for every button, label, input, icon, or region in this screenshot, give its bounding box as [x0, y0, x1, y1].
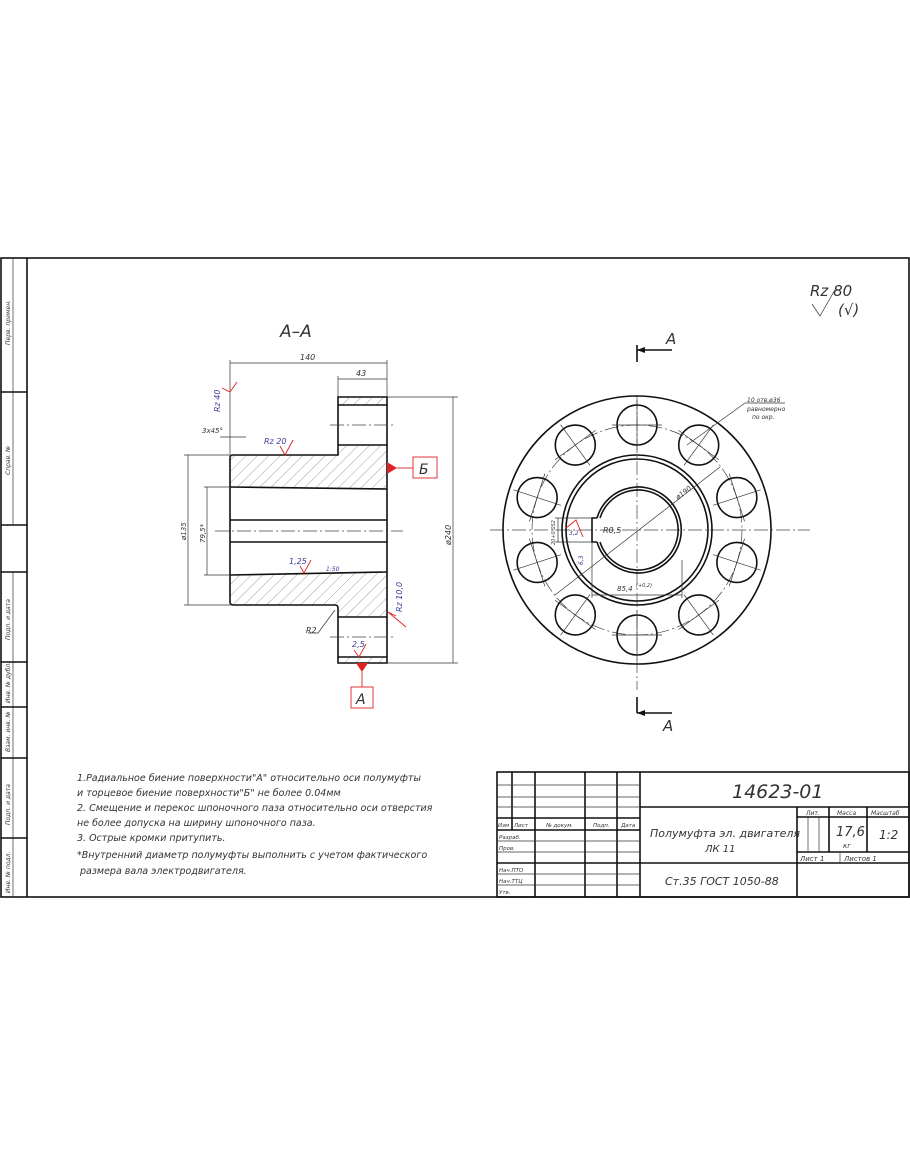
dim-flange-width: 43 [356, 369, 366, 378]
hole-centerline [529, 538, 546, 587]
col-header: Изм [498, 823, 509, 829]
roughness-key-bottom: 6,3 [578, 555, 585, 565]
hole-centerline [728, 538, 745, 587]
role-label: Утв. [499, 890, 511, 896]
mass-unit: кг [843, 842, 851, 850]
roughness-bore: 1,25 [289, 557, 307, 566]
hole-centerline [554, 430, 596, 461]
role-label: Нач.ПТО [499, 868, 524, 874]
col-header: Лист [513, 823, 529, 829]
margin-label: Перв. примен. [5, 300, 12, 345]
roughness-face-left: Rz 40 [213, 390, 222, 412]
bolt-holes [513, 400, 761, 660]
roughness-suffix: (√) [838, 301, 859, 319]
margin-label: Справ. № [5, 446, 12, 475]
roughness-hub-outer: Rz 20 [264, 437, 286, 446]
bolt-hole [516, 476, 558, 519]
dim-bore-dia: 79,5* [199, 523, 207, 543]
note-line: и торцевое биение поверхности"Б" не боле… [77, 788, 341, 799]
margin-label: Подп. и дата [5, 599, 12, 640]
dim-fillet: R2 [306, 626, 317, 635]
dim-keyway-width: 20+0,052 [551, 520, 557, 545]
mass-label: Масса [837, 810, 856, 817]
holes-note-2: равномерно [746, 406, 786, 413]
material: Ст.35 ГОСТ 1050-88 [665, 875, 779, 888]
section-arrow-bottom-label: А [662, 717, 673, 735]
dim-keyway-radius: R0,5 [603, 526, 621, 535]
note-line: 2. Смещение и перекос шпоночного паза от… [77, 803, 433, 814]
hole-centerline [678, 599, 720, 630]
bolt-hole [554, 594, 597, 636]
dim-bolt-circle: ø190 [674, 484, 694, 502]
part-name-line2: ЛК 11 [704, 844, 736, 855]
role-label: Разраб. [499, 835, 521, 841]
note-line: размера вала электродвигателя. [79, 866, 247, 877]
hole-centerline [554, 599, 596, 630]
margin-label: Подп. и дата [5, 784, 12, 825]
section-label: А–А [279, 322, 312, 342]
margin-labels: Перв. примен. Справ. № Подп. и дата Инв.… [5, 300, 12, 893]
roughness-flange-face: Rz 10,0 [395, 582, 404, 612]
col-header: Подп. [593, 823, 610, 829]
col-header: № докум. [545, 823, 573, 829]
bolt-hole [716, 541, 758, 584]
section-arrow-top-label: А [665, 330, 676, 348]
margin-label: Инв. № дубл. [5, 662, 12, 703]
front-view: А А ø190 10 отв.ø36 равномерно по окр. 8… [490, 330, 810, 735]
section-view: А–А 140 43 ø240 ø135 [180, 322, 458, 709]
hole-centerline [728, 473, 745, 522]
holes-note-3: по окр. [752, 414, 775, 421]
datum-a-label: А [355, 692, 366, 708]
dim-flange-dia: ø240 [444, 525, 453, 546]
bolt-hole [716, 476, 758, 519]
note-line: 3. Острые кромки притупить. [77, 833, 226, 844]
note-line: 1.Радиальное биение поверхности"А" относ… [77, 773, 421, 784]
dim-length: 140 [300, 353, 315, 362]
scale-label: Масштаб [871, 810, 900, 817]
datum-b-label: Б [419, 462, 429, 478]
designation: 14623-01 [732, 781, 823, 803]
bolt-hole [677, 594, 720, 636]
hole-centerline [529, 473, 546, 522]
sheets-total: Листов 1 [843, 855, 877, 863]
dim-keyway-tol: (+0,2) [636, 583, 652, 589]
role-label: Нач.ТТЦ [499, 879, 523, 885]
datum-a-triangle [356, 663, 368, 672]
sheet-number: Лист 1 [799, 855, 824, 863]
general-roughness: Rz 80 (√) [810, 282, 859, 319]
col-header: Дата [620, 823, 636, 829]
hole-centerline [678, 430, 720, 461]
dim-hub-dia: ø135 [180, 522, 188, 541]
roughness-key-side: 3,2 [569, 530, 579, 537]
note-line: *Внутренний диаметр полумуфты выполнить … [77, 850, 427, 861]
holes-note-1: 10 отв.ø36 [747, 397, 781, 404]
mass-value: 17,6 [836, 825, 865, 840]
dim-keyway-depth: 85,4 [617, 585, 633, 593]
sheet-frame [0, 257, 910, 898]
lit-label: Лит. [805, 810, 820, 817]
title-block: 14623-01 Полумуфта эл. двигателя ЛК 11 С… [496, 771, 910, 898]
role-label: Пров. [499, 846, 515, 852]
dim-chamfer: 3x45° [202, 427, 223, 435]
roughness-text: Rz 80 [810, 282, 852, 300]
bolt-hole [516, 541, 558, 584]
bolt-hole [554, 424, 597, 466]
datum-b-triangle [387, 462, 397, 474]
technical-notes: 1.Радиальное биение поверхности"А" относ… [77, 773, 433, 877]
note-line: не более допуска на ширину шпоночного па… [77, 818, 316, 829]
part-name: Полумуфта эл. двигателя [650, 827, 800, 840]
bolt-hole [677, 424, 720, 466]
dim-taper: 1:50 [326, 566, 340, 573]
roughness-hole: 2,5 [352, 640, 365, 649]
margin-label: Инв. № подл. [5, 852, 12, 893]
margin-label: Взам. инв. № [5, 711, 12, 752]
scale-value: 1:2 [879, 828, 898, 842]
